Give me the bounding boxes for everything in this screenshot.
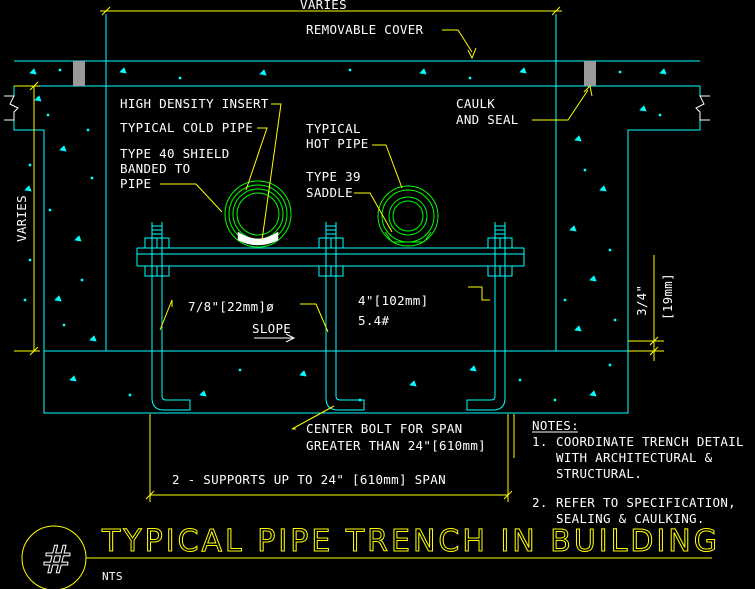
support-channel <box>136 247 525 267</box>
typical-hot-line1: TYPICAL <box>306 121 361 136</box>
caulk-right <box>584 61 596 86</box>
varies-side-label: VARIES <box>14 195 29 242</box>
type40-line3: PIPE <box>120 176 151 191</box>
and-seal-label: AND SEAL <box>456 112 519 127</box>
dimension-lines <box>14 6 664 502</box>
type39-line2: SADDLE <box>306 185 353 200</box>
concrete-aggregate <box>23 67 667 402</box>
notes: NOTES: 1. COORDINATE TRENCH DETAIL WITH … <box>532 418 744 526</box>
slope-label: SLOPE <box>252 321 291 336</box>
concrete-slab <box>4 14 710 414</box>
hot-pipe <box>377 185 439 247</box>
supports-label: 2 - SUPPORTS UP TO 24" [610mm] SPAN <box>172 472 446 487</box>
dim-right-in-label: 3/4" <box>634 285 649 316</box>
note-1-line1: COORDINATE TRENCH DETAIL <box>556 434 744 449</box>
note-1-num: 1. <box>532 434 548 449</box>
drawing-title: TYPICAL PIPE TRENCH IN BUILDING <box>101 524 720 559</box>
leader-lines <box>159 29 593 430</box>
channel-weight-label: 5.4# <box>358 313 389 328</box>
note-2-line2: SEALING & CAULKING. <box>556 511 705 526</box>
labels: VARIES REMOVABLE COVER CAULK AND SEAL HI… <box>14 0 675 487</box>
anchor-rods <box>144 222 513 411</box>
detail-symbol: # <box>41 538 73 582</box>
typical-cold-pipe-label: TYPICAL COLD PIPE <box>120 120 253 135</box>
cold-pipe <box>224 180 292 248</box>
note-2-line1: REFER TO SPECIFICATION, <box>556 495 736 510</box>
title-block: # TYPICAL PIPE TRENCH IN BUILDING NTS <box>21 524 720 589</box>
scale-label: NTS <box>102 570 123 583</box>
note-1-line3: STRUCTURAL. <box>556 466 642 481</box>
notes-heading: NOTES: <box>532 418 579 433</box>
high-density-insert-label: HIGH DENSITY INSERT <box>120 96 269 111</box>
typical-hot-line2: HOT PIPE <box>306 136 369 151</box>
type39-line1: TYPE 39 <box>306 169 361 184</box>
dim-right-mm-label: [19mm] <box>660 273 675 320</box>
caulk-label: CAULK <box>456 96 495 111</box>
rod-dia-label: 7/8"[22mm]ø <box>188 299 274 314</box>
center-bolt-line1: CENTER BOLT FOR SPAN <box>306 421 463 436</box>
center-bolt-line2: GREATER THAN 24"[610mm] <box>306 438 486 453</box>
removable-cover-label: REMOVABLE COVER <box>306 22 424 37</box>
note-1-line2: WITH ARCHITECTURAL & <box>556 450 713 465</box>
note-2-num: 2. <box>532 495 548 510</box>
type40-line1: TYPE 40 SHIELD <box>120 146 230 161</box>
varies-top-label: VARIES <box>300 0 347 12</box>
caulk-left <box>73 61 85 86</box>
channel-size-label: 4"[102mm] <box>358 293 428 308</box>
type40-line2: BANDED TO <box>120 161 190 176</box>
